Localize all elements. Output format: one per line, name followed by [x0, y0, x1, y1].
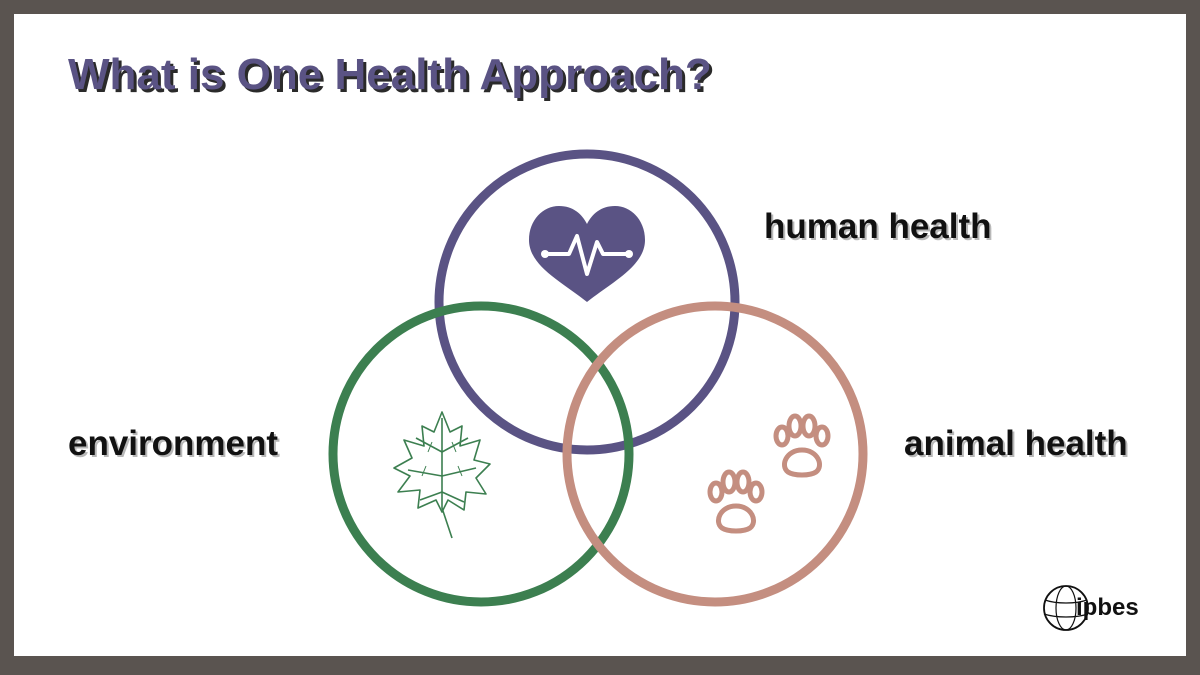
leaf-icon [393, 411, 491, 539]
ipbes-globe-icon [1043, 585, 1089, 631]
human-health-circle [434, 149, 740, 455]
environment-label: environment [68, 424, 279, 463]
ipbes-logo: ipbes [1038, 580, 1158, 640]
animal-health-label: animal health [904, 424, 1128, 463]
environment-circle [328, 301, 634, 607]
animal-health-circle [562, 301, 868, 607]
human-health-label: human health [764, 207, 992, 246]
slide: What is One Health Approach? [14, 14, 1186, 656]
heartbeat-icon [529, 206, 645, 302]
slide-title: What is One Health Approach? [68, 50, 712, 99]
venn-diagram [328, 149, 868, 607]
ipbes-logo-text: ipbes [1076, 594, 1139, 621]
paw-prints-icon [707, 413, 831, 534]
